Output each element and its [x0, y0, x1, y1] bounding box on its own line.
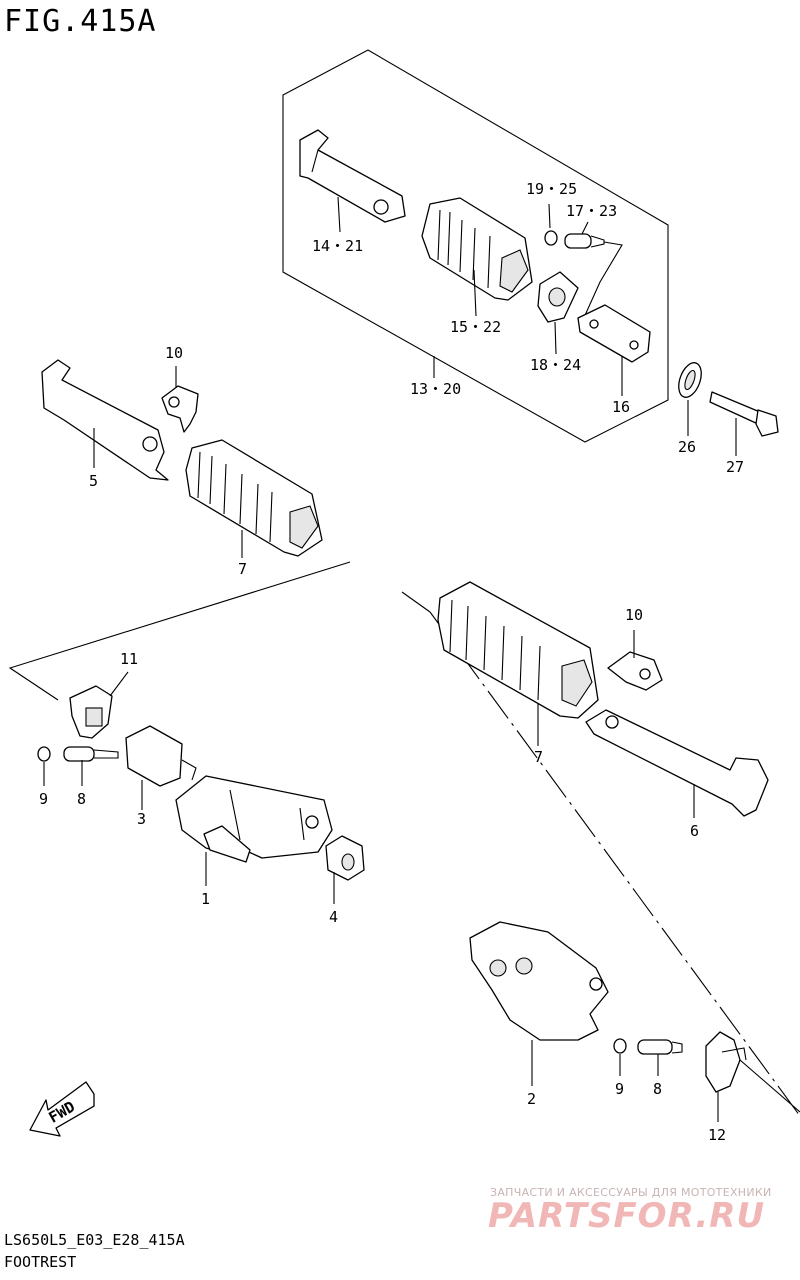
callout-18-24: 18・24	[530, 356, 581, 374]
part-9-cap-left[interactable]	[37, 746, 51, 762]
callout-27: 27	[726, 458, 744, 476]
callout-9-left: 9	[39, 790, 48, 808]
part-3-block[interactable]	[125, 725, 197, 787]
callout-6: 6	[690, 822, 699, 840]
callout-17-23: 17・23	[566, 202, 617, 220]
callout-10-lower: 10	[625, 606, 643, 624]
part-15-22-footrest-rubber[interactable]	[421, 197, 533, 301]
figure-title: FIG.415A	[4, 4, 157, 39]
callout-11: 11	[120, 650, 138, 668]
callout-7-upper: 7	[238, 560, 247, 578]
callout-3: 3	[137, 810, 146, 828]
section-name: FOOTREST	[4, 1253, 77, 1271]
part-19-25-cap[interactable]	[544, 230, 558, 246]
part-8-pin-left[interactable]	[63, 746, 119, 762]
watermark-brand-logo: PARTSFOR.RU	[488, 1196, 766, 1236]
watermark-tagline: ЗАПЧАСТИ И АКСЕССУАРЫ ДЛЯ МОТОТЕХНИКИ	[490, 1186, 772, 1199]
callout-8-left: 8	[77, 790, 86, 808]
part-10-clip-upper[interactable]	[161, 385, 199, 433]
part-27-bolt[interactable]	[709, 391, 779, 437]
callout-15-22: 15・22	[450, 318, 501, 336]
callout-leaders	[43, 196, 737, 1122]
callout-16: 16	[612, 398, 630, 416]
callout-7-lower: 7	[534, 748, 543, 766]
callout-9-right: 9	[615, 1080, 624, 1098]
callout-5: 5	[89, 472, 98, 490]
part-1-bracket[interactable]	[175, 775, 333, 863]
callout-26: 26	[678, 438, 696, 456]
part-26-washer[interactable]	[674, 360, 705, 401]
callout-10-upper: 10	[165, 344, 183, 362]
part-11-bracket[interactable]	[69, 685, 113, 739]
part-10-clip-lower[interactable]	[607, 651, 663, 691]
callout-12: 12	[708, 1126, 726, 1144]
part-2-bracket[interactable]	[469, 921, 609, 1041]
model-code: LS650L5_E03_E28_415A	[4, 1231, 185, 1249]
callout-19-25: 19・25	[526, 180, 577, 198]
callout-1: 1	[201, 890, 210, 908]
callout-8-right: 8	[653, 1080, 662, 1098]
callout-14-21: 14・21	[312, 237, 363, 255]
part-18-24-plate[interactable]	[537, 271, 579, 323]
part-7-footrest-rubber-lower[interactable]	[437, 581, 599, 719]
part-16-bracket[interactable]	[577, 304, 651, 363]
callout-4: 4	[329, 908, 338, 926]
part-7-footrest-rubber-upper[interactable]	[185, 439, 323, 557]
assembly-outline-13-20	[282, 49, 669, 443]
part-8-pin-right[interactable]	[637, 1039, 683, 1055]
callout-13-20: 13・20	[410, 380, 461, 398]
part-9-cap-right[interactable]	[613, 1038, 627, 1054]
fwd-arrow-icon: FWD	[29, 1081, 95, 1137]
leader-line-right	[401, 591, 800, 1117]
part-12-bracket[interactable]	[705, 1031, 747, 1093]
part-6-footrest-bar[interactable]	[585, 709, 769, 817]
leader-lines-left	[8, 561, 351, 701]
part-4-nut[interactable]	[325, 835, 365, 881]
part-17-23-pin[interactable]	[564, 233, 623, 323]
part-5-footrest-bar[interactable]	[41, 359, 169, 481]
callout-2: 2	[527, 1090, 536, 1108]
part-14-21-footrest-bar[interactable]	[299, 129, 406, 223]
